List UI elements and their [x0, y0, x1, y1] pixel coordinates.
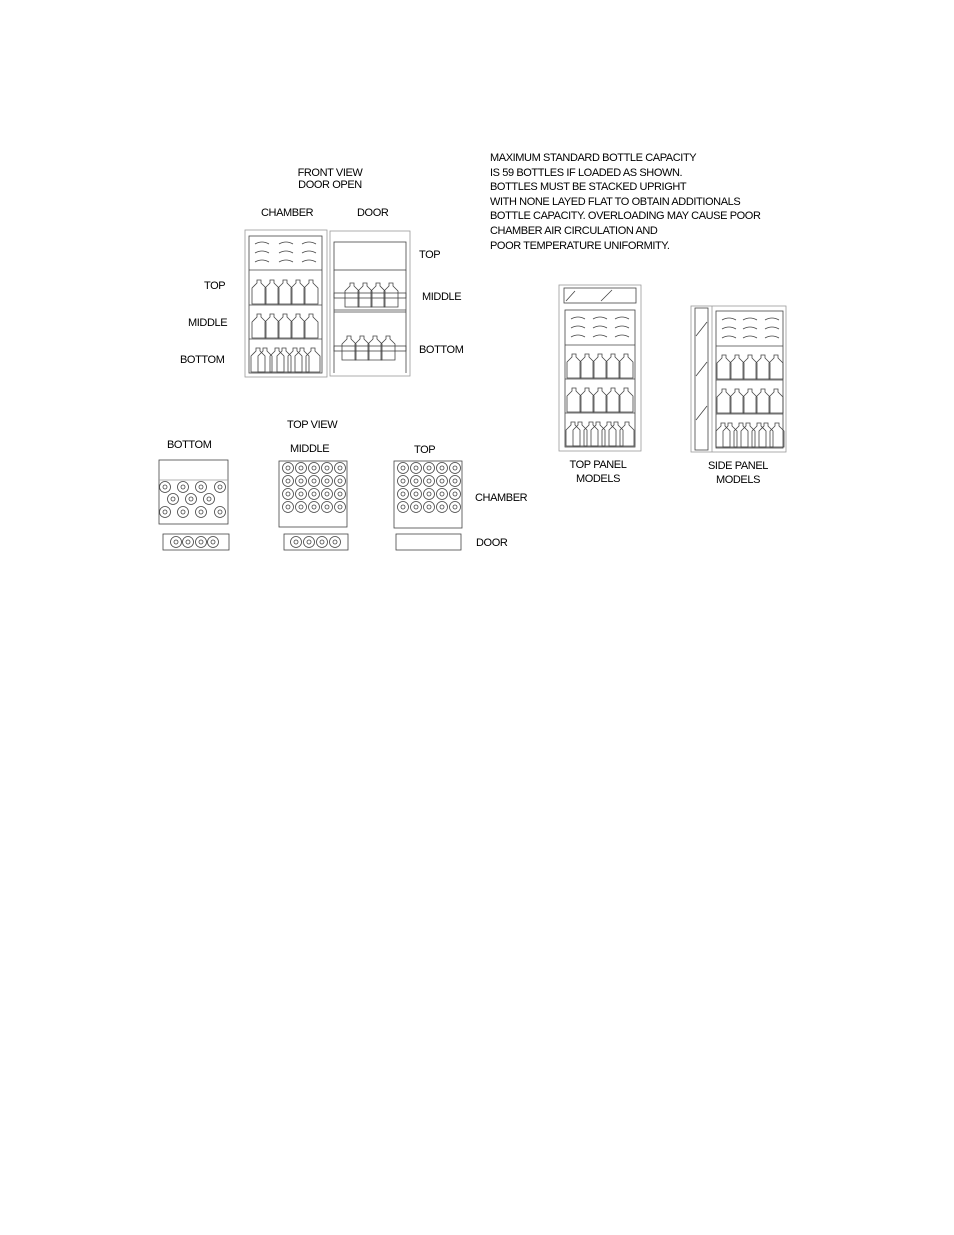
side-panel-models-label-1: SIDE PANEL [708, 460, 768, 472]
chamber-column-label: CHAMBER [261, 207, 314, 219]
top-view-middle-chamber [278, 460, 348, 528]
front-view-chamber [244, 229, 328, 378]
top-view-col-bottom: BOTTOM [167, 439, 212, 451]
note-line: POOR TEMPERATURE UNIFORMITY. [490, 239, 670, 252]
top-panel-model-drawing [558, 284, 642, 452]
note-line: MAXIMUM STANDARD BOTTLE CAPACITY [490, 152, 697, 164]
top-view-top-chamber [393, 460, 463, 529]
door-column-label: DOOR [357, 207, 389, 219]
side-panel-model-drawing [690, 305, 787, 453]
top-view-bottom-door [162, 533, 230, 551]
top-view-middle-door [283, 533, 349, 551]
note-line: CHAMBER AIR CIRCULATION AND [490, 224, 658, 237]
top-view-col-middle: MIDDLE [290, 443, 330, 455]
note-line: BOTTLE CAPACITY. OVERLOADING MAY CAUSE P… [490, 210, 761, 223]
chamber-shelf-top-label: TOP [204, 280, 226, 292]
top-panel-models-label-1: TOP PANEL [569, 459, 627, 471]
side-panel-models-label-2: MODELS [715, 474, 761, 486]
door-shelf-top-label: TOP [419, 249, 441, 261]
top-view-bottom-chamber [158, 459, 229, 525]
note-line: WITH NONE LAYED FLAT TO OBTAIN ADDITIONA… [490, 195, 741, 208]
front-view-door [329, 230, 411, 377]
front-view-title-1: FRONT VIEW [297, 167, 363, 179]
chamber-shelf-middle-label: MIDDLE [188, 317, 228, 329]
front-view-title-2: DOOR OPEN [298, 179, 362, 191]
door-shelf-middle-label: MIDDLE [422, 291, 462, 303]
note-line: IS 59 BOTTLES IF LOADED AS SHOWN. [490, 166, 683, 179]
top-view-col-top: TOP [414, 444, 436, 456]
top-view-row-chamber: CHAMBER [475, 492, 528, 504]
door-shelf-bottom-label: BOTTOM [419, 344, 464, 356]
top-view-top-door [395, 533, 462, 551]
chamber-shelf-bottom-label: BOTTOM [180, 354, 225, 366]
note-line: BOTTLES MUST BE STACKED UPRIGHT [490, 181, 687, 194]
top-panel-models-label-2: MODELS [575, 473, 621, 485]
top-view-title: TOP VIEW [287, 419, 338, 431]
capacity-note: MAXIMUM STANDARD BOTTLE CAPACITY IS 59 B… [490, 151, 761, 253]
top-view-row-door: DOOR [476, 537, 508, 549]
